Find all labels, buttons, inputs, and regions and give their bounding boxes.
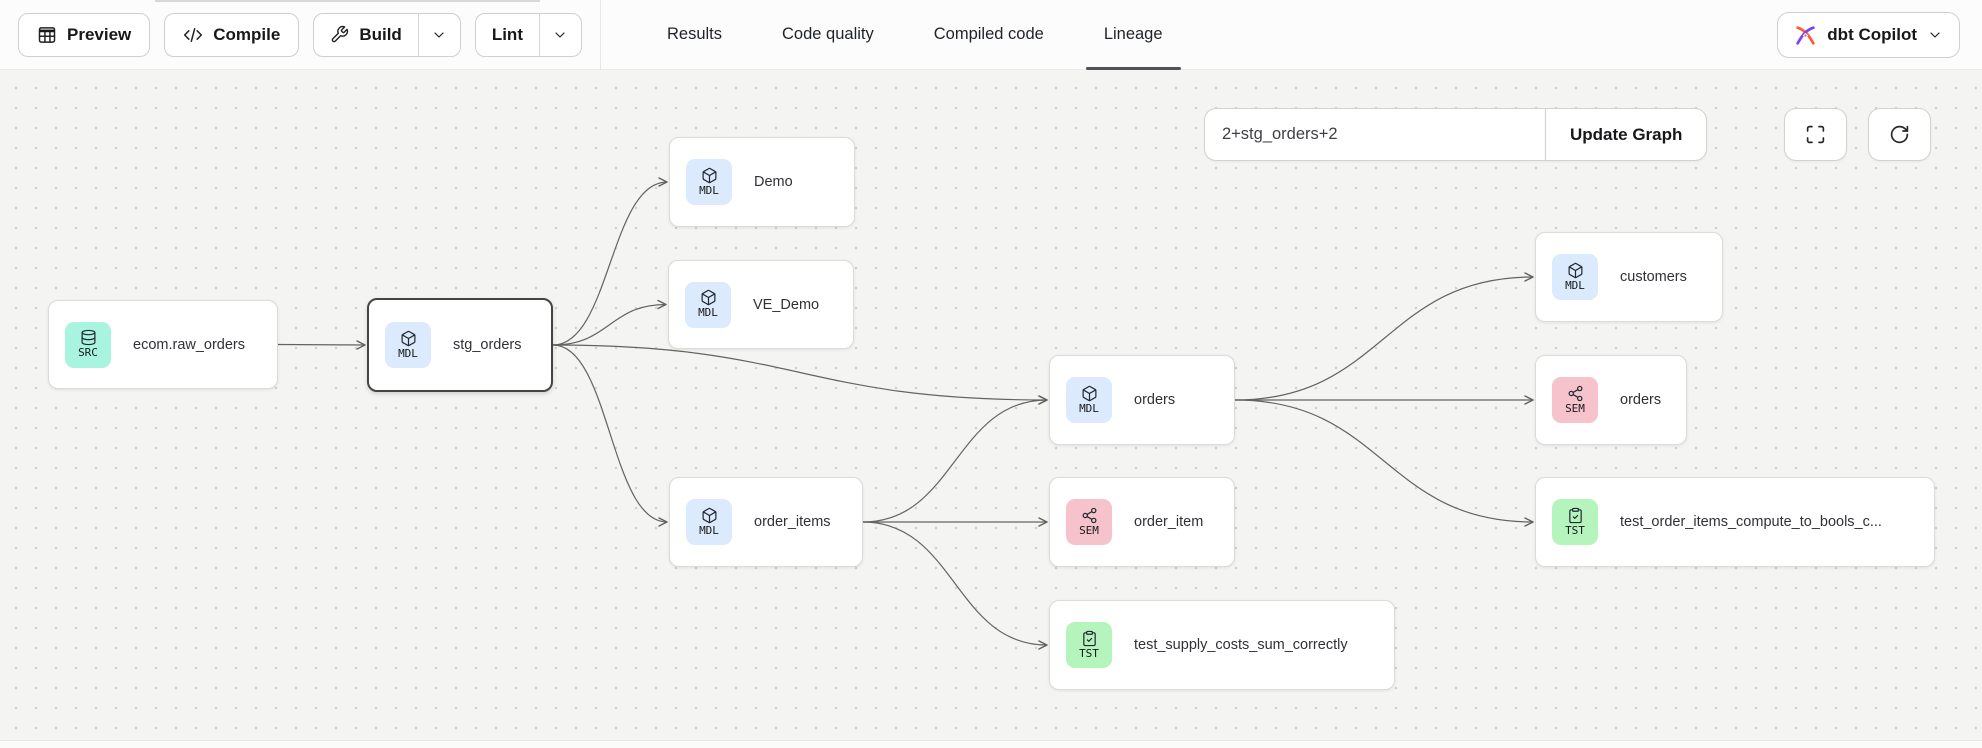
cube-icon: MDL bbox=[385, 322, 431, 368]
preview-label: Preview bbox=[67, 24, 132, 44]
node-label: orders bbox=[1620, 392, 1662, 408]
node-label: customers bbox=[1620, 269, 1687, 285]
compile-label: Compile bbox=[213, 24, 281, 44]
node-type-tag: MDL bbox=[698, 306, 718, 320]
chevron-down-icon bbox=[431, 27, 447, 43]
lint-dropdown-toggle[interactable] bbox=[538, 13, 581, 56]
fullscreen-button[interactable] bbox=[1784, 108, 1847, 161]
tab-results[interactable]: Results bbox=[641, 0, 748, 70]
build-dropdown-toggle[interactable] bbox=[417, 13, 460, 56]
semantic-network-icon: SEM bbox=[1066, 499, 1112, 545]
lineage-node-ecom-raw-orders[interactable]: SRC ecom.raw_orders bbox=[48, 300, 278, 389]
node-label: order_item bbox=[1134, 514, 1204, 530]
table-icon bbox=[37, 25, 57, 45]
lineage-node-stg-orders[interactable]: MDL stg_orders bbox=[367, 298, 553, 392]
lineage-selector-bar: Update Graph bbox=[1204, 108, 1708, 161]
dbt-copilot-label: dbt Copilot bbox=[1827, 25, 1917, 44]
build-button[interactable]: Build bbox=[314, 14, 418, 56]
node-label: VE_Demo bbox=[753, 296, 820, 313]
cube-icon: MDL bbox=[686, 499, 732, 545]
node-label: stg_orders bbox=[453, 337, 522, 353]
node-type-tag: MDL bbox=[1565, 278, 1585, 292]
node-type-tag: MDL bbox=[699, 523, 719, 537]
edge-stg-orders-to-orders-mdl bbox=[552, 344, 1048, 405]
semantic-network-icon: SEM bbox=[1552, 377, 1598, 423]
node-label: order_items bbox=[754, 514, 831, 530]
node-label: ecom.raw_orders bbox=[133, 336, 246, 353]
node-type-tag: SEM bbox=[1079, 523, 1099, 537]
node-type-tag: SEM bbox=[1565, 401, 1585, 415]
lineage-node-customers[interactable]: MDL customers bbox=[1535, 232, 1723, 322]
edge-order-items-to-orders-mdl bbox=[862, 395, 1048, 523]
build-split-button: Build bbox=[313, 12, 461, 57]
node-type-tag: TST bbox=[1079, 646, 1099, 660]
database-icon: SRC bbox=[65, 321, 111, 368]
edge-ecom-raw-orders-to-stg-orders bbox=[277, 340, 366, 350]
bottom-panel-edge bbox=[0, 740, 1982, 748]
edge-layer bbox=[277, 177, 1534, 650]
toolbar-tabs-divider bbox=[599, 0, 601, 70]
action-toolbar: Preview Compile Build Lint bbox=[0, 12, 582, 57]
clipboard-check-icon: TST bbox=[1066, 622, 1112, 668]
node-type-tag: SRC bbox=[78, 346, 98, 360]
edge-stg-orders-to-order-items bbox=[552, 344, 668, 527]
node-label: test_supply_costs_sum_correctly bbox=[1134, 637, 1348, 653]
lineage-node-order-item-sem[interactable]: SEM order_item bbox=[1049, 477, 1235, 567]
dbt-copilot-icon bbox=[1794, 24, 1817, 47]
lineage-selector-input[interactable] bbox=[1204, 108, 1545, 161]
edge-orders-mdl-to-test-order-items bbox=[1234, 399, 1534, 527]
cube-icon: MDL bbox=[686, 159, 732, 205]
editor-tab-edge bbox=[155, 0, 540, 2]
cube-icon: MDL bbox=[1552, 254, 1598, 300]
edge-stg-orders-to-ve-demo bbox=[552, 299, 667, 346]
cube-icon: MDL bbox=[685, 281, 731, 328]
lint-label: Lint bbox=[491, 24, 523, 44]
lineage-node-ve-demo[interactable]: MDL VE_Demo bbox=[668, 260, 854, 349]
chevron-down-icon bbox=[552, 27, 568, 43]
clipboard-check-icon: TST bbox=[1552, 499, 1598, 545]
chevron-down-icon bbox=[1927, 27, 1943, 43]
node-type-tag: MDL bbox=[1079, 401, 1099, 415]
dbt-copilot-button[interactable]: dbt Copilot bbox=[1777, 12, 1960, 58]
cube-icon: MDL bbox=[1066, 377, 1112, 423]
lineage-node-orders-mdl[interactable]: MDL orders bbox=[1049, 355, 1235, 445]
node-label: Demo bbox=[754, 174, 793, 190]
edge-orders-mdl-to-customers bbox=[1234, 272, 1534, 401]
node-label: orders bbox=[1134, 392, 1176, 408]
node-label: test_order_items_compute_to_bools_c... bbox=[1620, 514, 1882, 530]
node-type-tag: MDL bbox=[699, 183, 719, 197]
lineage-node-orders-sem[interactable]: SEM orders bbox=[1535, 355, 1687, 445]
lint-split-button: Lint bbox=[474, 12, 582, 57]
node-type-tag: MDL bbox=[398, 346, 418, 360]
refresh-icon bbox=[1889, 124, 1910, 145]
top-header: Preview Compile Build Lint bbox=[0, 0, 1982, 70]
node-type-tag: TST bbox=[1565, 523, 1585, 537]
lint-button[interactable]: Lint bbox=[476, 14, 539, 56]
edge-order-items-to-test-supply bbox=[862, 521, 1048, 650]
lineage-node-test-order-items[interactable]: TST test_order_items_compute_to_bools_c..… bbox=[1535, 477, 1935, 567]
wrench-icon bbox=[330, 25, 349, 44]
lineage-node-demo[interactable]: MDL Demo bbox=[669, 137, 855, 227]
fullscreen-icon bbox=[1805, 124, 1826, 145]
tab-code-quality[interactable]: Code quality bbox=[756, 0, 900, 70]
refresh-button[interactable] bbox=[1868, 108, 1931, 161]
preview-button[interactable]: Preview bbox=[18, 12, 151, 57]
lineage-canvas[interactable]: Update Graph SRCecom.raw_ordersMDLstg_or… bbox=[0, 70, 1982, 748]
lineage-node-order-items[interactable]: MDL order_items bbox=[669, 477, 863, 567]
tab-lineage[interactable]: Lineage bbox=[1078, 0, 1189, 70]
compile-button[interactable]: Compile bbox=[164, 12, 300, 57]
lineage-node-test-supply[interactable]: TST test_supply_costs_sum_correctly bbox=[1049, 600, 1395, 690]
edge-stg-orders-to-demo bbox=[552, 177, 668, 346]
build-label: Build bbox=[359, 24, 402, 44]
tab-compiled-code[interactable]: Compiled code bbox=[908, 0, 1070, 70]
update-graph-button[interactable]: Update Graph bbox=[1545, 108, 1708, 161]
code-icon bbox=[183, 25, 203, 45]
